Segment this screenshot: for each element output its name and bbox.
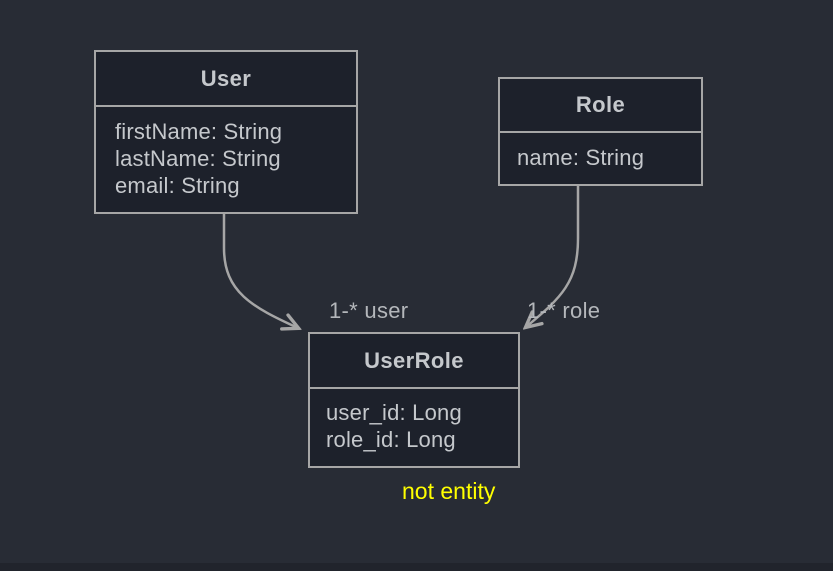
class-attribute: firstName: String — [115, 119, 283, 144]
class-title-user: User — [96, 52, 356, 107]
class-title-userrole: UserRole — [310, 334, 518, 389]
class-node-role[interactable]: Role name: String — [498, 77, 703, 186]
bottom-strip — [0, 563, 833, 571]
edge-user-to-userrole — [222, 212, 298, 328]
class-title-role: Role — [500, 79, 701, 133]
class-node-userrole[interactable]: UserRole user_id: Long role_id: Long — [308, 332, 520, 468]
class-attributes-user: firstName: String lastName: String email… — [96, 107, 356, 199]
edge-label-user-multiplicity: 1-* user — [329, 298, 409, 323]
class-attribute: name: String — [517, 145, 645, 170]
class-attribute: email: String — [115, 173, 240, 198]
class-attributes-role: name: String — [500, 133, 701, 171]
annotation-not-entity: not entity — [402, 478, 496, 504]
class-attribute: role_id: Long — [326, 427, 456, 452]
edge-label-role-multiplicity: 1-* role — [527, 298, 601, 323]
class-node-user[interactable]: User firstName: String lastName: String … — [94, 50, 358, 214]
class-attributes-userrole: user_id: Long role_id: Long — [310, 389, 518, 453]
class-attribute: user_id: Long — [326, 400, 462, 425]
class-attribute: lastName: String — [115, 146, 281, 171]
